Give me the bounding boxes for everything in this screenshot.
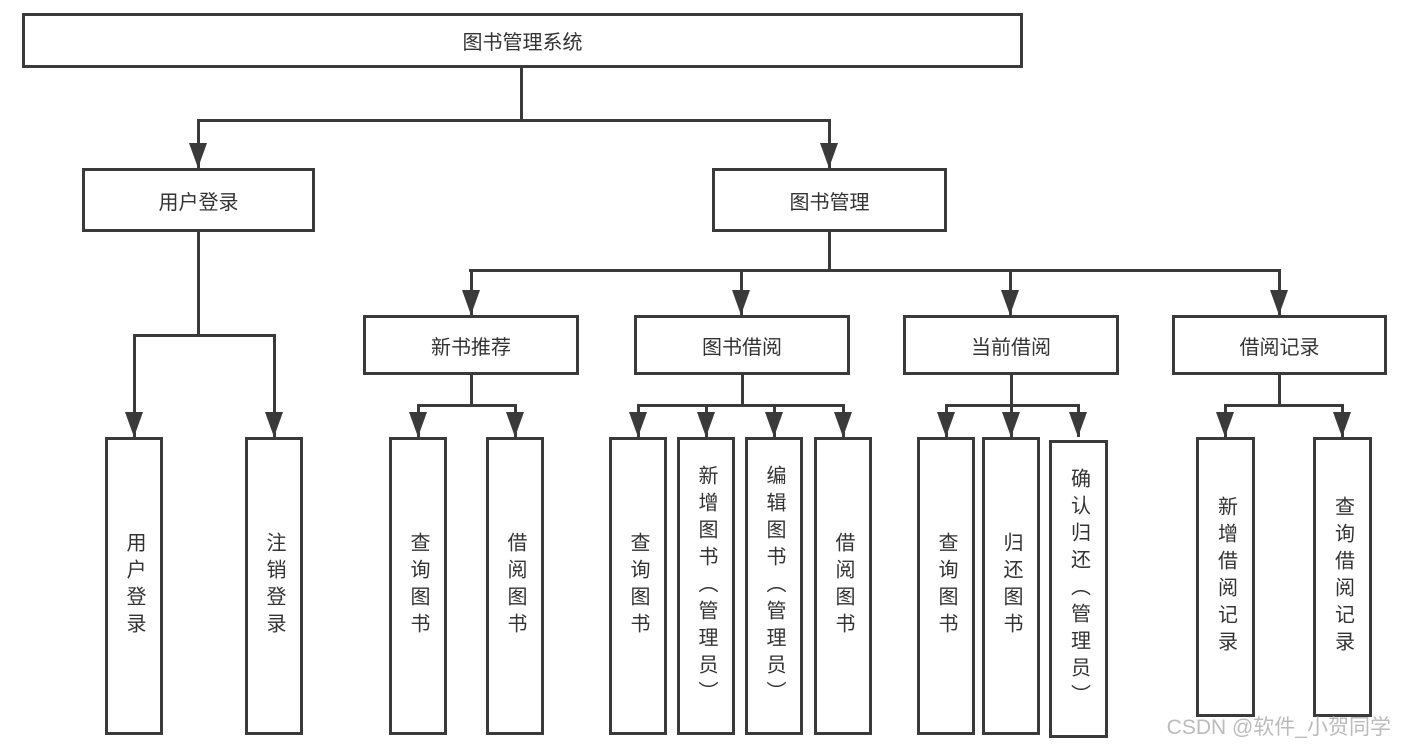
node-label: 图书管理系统: [462, 32, 583, 54]
node-book-management: 图书管理: [712, 168, 947, 232]
leaf-add-borrow-record: 新增借阅记录: [1196, 437, 1255, 717]
node-current-borrowing: 当前借阅: [903, 315, 1119, 375]
arrow-down-icon: [1333, 412, 1351, 437]
leaf-return-books: 归还图书: [982, 437, 1040, 735]
node-label: 编辑图书（管理员）: [763, 464, 785, 708]
leaf-query-borrow-record: 查询借阅记录: [1313, 437, 1372, 717]
arrow-down-icon: [125, 412, 143, 437]
arrow-down-icon: [506, 412, 524, 437]
connector-line: [273, 334, 276, 437]
arrow-down-icon: [1270, 290, 1288, 315]
arrow-down-icon: [629, 412, 647, 437]
node-label: 用户登录: [158, 191, 239, 214]
node-label: 查询借阅记录: [1331, 496, 1354, 658]
connector-line: [470, 375, 473, 406]
node-label: 新增借阅记录: [1214, 496, 1237, 658]
node-label: 新增图书（管理员）: [695, 464, 717, 708]
node-label: 图书管理: [789, 191, 870, 214]
arrow-down-icon: [409, 412, 427, 437]
connector-line: [133, 334, 136, 437]
leaf-confirm-return-admin: 确认归还（管理员）: [1049, 440, 1108, 738]
node-label: 确认归还（管理员）: [1067, 467, 1090, 711]
connector-line: [417, 404, 516, 407]
connector-line: [1010, 375, 1013, 406]
node-label: 新书推荐: [431, 336, 511, 359]
node-new-book-recommend: 新书推荐: [363, 315, 579, 375]
arrow-down-icon: [1002, 412, 1020, 437]
leaf-borrow-books: 借阅图书: [814, 437, 872, 735]
leaf-query-books-recommend: 查询图书: [389, 437, 447, 735]
node-label: 查询图书: [627, 532, 649, 640]
arrow-down-icon: [834, 412, 852, 437]
arrow-down-icon: [189, 143, 207, 168]
node-label: 借阅记录: [1239, 336, 1320, 359]
node-label: 查询图书: [407, 532, 429, 640]
arrow-down-icon: [1001, 290, 1019, 315]
connector-line: [197, 119, 830, 122]
arrow-down-icon: [1216, 412, 1234, 437]
connector-line: [197, 232, 200, 337]
arrow-down-icon: [1069, 412, 1087, 437]
leaf-query-books-current: 查询图书: [917, 437, 975, 735]
leaf-query-books-borrowing: 查询图书: [609, 437, 667, 735]
leaf-user-login: 用户登录: [105, 437, 163, 735]
node-borrowing-records: 借阅记录: [1172, 315, 1387, 375]
arrow-down-icon: [937, 412, 955, 437]
connector-line: [469, 269, 1281, 272]
connector-line: [133, 334, 275, 337]
leaf-borrow-books-recommend: 借阅图书: [486, 437, 544, 735]
watermark: CSDN @软件_小贺同学: [1166, 716, 1391, 739]
node-library-system: 图书管理系统: [22, 13, 1023, 68]
node-label: 归还图书: [1000, 532, 1022, 640]
leaf-logout: 注销登录: [245, 437, 303, 735]
connector-line: [1278, 375, 1281, 406]
arrow-down-icon: [732, 290, 750, 315]
node-label: 注销登录: [263, 532, 285, 640]
arrow-down-icon: [462, 290, 480, 315]
node-label: 借阅图书: [832, 532, 854, 640]
node-label: 用户登录: [123, 532, 145, 640]
connector-line: [520, 68, 523, 121]
connector-line: [741, 375, 744, 406]
arrow-down-icon: [820, 143, 838, 168]
node-label: 图书借阅: [702, 336, 782, 359]
node-label: 当前借阅: [971, 336, 1051, 359]
arrow-down-icon: [765, 412, 783, 437]
connector-line: [828, 232, 831, 272]
node-label: 借阅图书: [504, 532, 526, 640]
connector-line: [1224, 404, 1343, 407]
leaf-add-books-admin: 新增图书（管理员）: [677, 437, 735, 735]
arrow-down-icon: [697, 412, 715, 437]
leaf-edit-books-admin: 编辑图书（管理员）: [745, 437, 803, 735]
node-label: 查询图书: [935, 532, 957, 640]
node-user-login: 用户登录: [82, 168, 315, 232]
node-book-borrowing: 图书借阅: [634, 315, 850, 375]
connector-line: [637, 404, 845, 407]
arrow-down-icon: [265, 412, 283, 437]
